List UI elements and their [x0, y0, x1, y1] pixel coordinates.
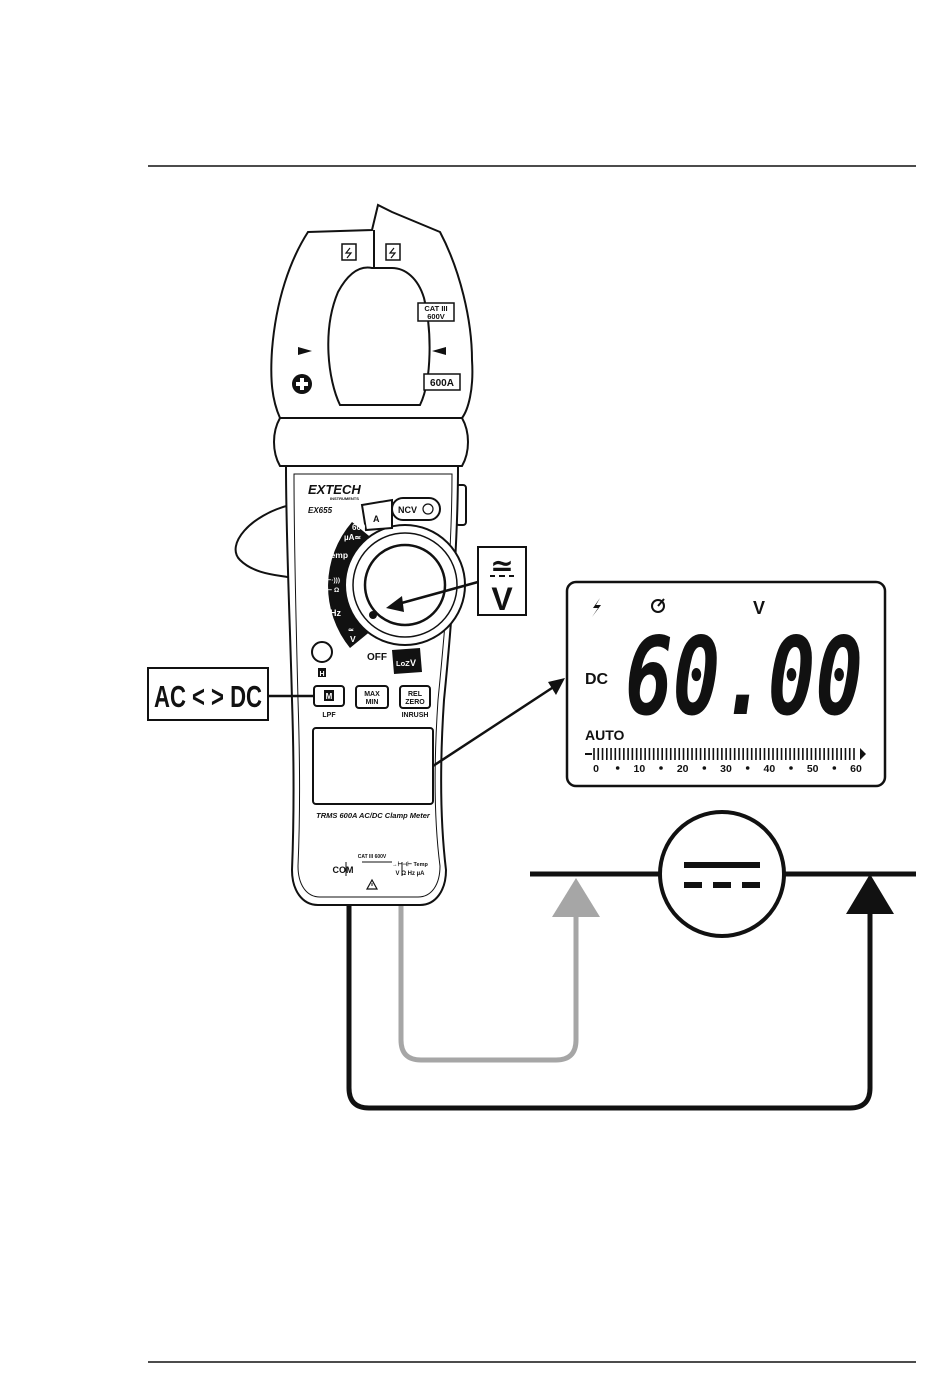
warning-icon [342, 244, 356, 260]
bargraph-tick-label: 40 [763, 763, 775, 775]
ac-dc-callout: AC < > DC [148, 668, 314, 720]
bargraph-half-tick [833, 766, 837, 770]
backlight-sub: H [319, 671, 324, 678]
bargraph-half-tick [746, 766, 750, 770]
bargraph-half-tick [703, 766, 707, 770]
max-min-label2: MIN [366, 699, 379, 706]
dial-label-vsym: ≃ [348, 627, 354, 634]
lcd-zoom-leader [433, 688, 552, 766]
dc-symbol-dash [742, 882, 760, 888]
dial-label-600: 600 [352, 523, 366, 532]
black-test-lead [349, 906, 870, 1108]
ac-dc-callout-text: AC < > DC [154, 679, 262, 714]
dial-label-continuity: ⊣⊢·))) [320, 576, 340, 584]
volt-mode-symbol: ≃ [490, 549, 513, 582]
bargraph-tick-label: 10 [633, 763, 645, 775]
meter-lcd-window [313, 728, 433, 804]
mode-button-sub: LPF [322, 712, 336, 719]
lcd-range: AUTO [585, 727, 625, 743]
backlight-button[interactable] [312, 642, 332, 662]
dial-label-ohm: →⊢ Ω [320, 586, 339, 594]
dial-label-off: OFF [367, 652, 387, 663]
dial-label-loz-v: V [410, 658, 416, 668]
ncv-label: NCV [398, 505, 417, 515]
jaw-rating-volt: 600V [427, 312, 445, 321]
dial-pointer [369, 611, 377, 619]
bargraph-half-tick [789, 766, 793, 770]
lcd-mode: DC [585, 671, 609, 688]
brand-sub: INSTRUMENTS [330, 496, 359, 501]
dial-label-loz: LoZ [396, 659, 410, 668]
dc-source-symbol [660, 812, 784, 936]
dc-symbol-solid [684, 862, 760, 868]
test-leads [349, 874, 894, 1108]
terminal-com-label: COM [333, 865, 354, 875]
dc-symbol-dash [713, 882, 731, 888]
dial-label-v: V [350, 634, 356, 644]
dial-label-temp: Temp [326, 550, 348, 560]
jaw-inner [328, 268, 429, 405]
terminal-rating: CAT III 600V [358, 854, 387, 860]
dial-label-hz: Hz [330, 608, 341, 618]
rel-zero-sub: INRUSH [402, 712, 429, 719]
bargraph-tick-label: 20 [677, 763, 689, 775]
bargraph-half-tick [659, 766, 663, 770]
bargraph-tick-label: 0 [593, 763, 599, 775]
bargraph-tick-label: 50 [807, 763, 819, 775]
brand-logo: EXTECH [308, 482, 361, 497]
dc-symbol-dash [684, 882, 702, 888]
bargraph-tick-label: 30 [720, 763, 732, 775]
red-test-lead [401, 906, 576, 1060]
volt-mode-unit: V [491, 581, 513, 617]
jaw-current-label: 600A [430, 378, 454, 389]
red-probe-arrow [552, 878, 600, 917]
dc-circuit [530, 812, 916, 936]
hand-guard [274, 418, 468, 466]
model-number: EX655 [308, 506, 333, 515]
arrowhead-icon [548, 678, 565, 695]
trigger-lever [236, 505, 292, 578]
max-min-label: MAX [364, 691, 380, 698]
warning-icon [386, 244, 400, 260]
black-probe-arrow [846, 874, 894, 914]
mode-button-label: M [326, 692, 333, 701]
meter-title: TRMS 600A AC/DC Clamp Meter [316, 811, 431, 820]
bargraph-tick-label: 60 [850, 763, 862, 775]
bargraph-half-tick [616, 766, 620, 770]
terminal-right-top: →⊢⊣⊢ Temp [392, 860, 428, 868]
dial-label-a: A [373, 514, 380, 524]
terminal-right-bottom: V Ω Hz µA [396, 871, 426, 877]
lcd-reading: 60.00 [625, 615, 863, 740]
dial-label-ua: µA≃ [344, 533, 361, 542]
rel-zero-label2: ZERO [405, 699, 425, 706]
rel-zero-label: REL [408, 691, 423, 698]
rotary-dial-knob[interactable] [365, 545, 445, 625]
